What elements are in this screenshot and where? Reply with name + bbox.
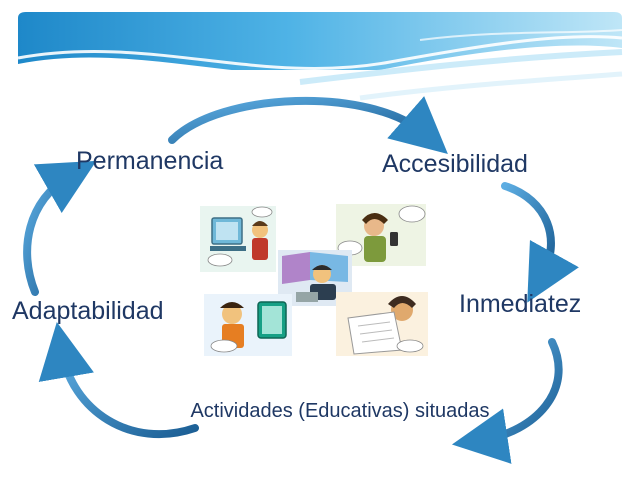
arrow-adaptabilidad-to-permanencia <box>23 160 97 296</box>
arrow-accesibilidad-to-inmediatez <box>501 182 579 303</box>
node-adaptabilidad: Adaptabilidad <box>12 297 164 325</box>
panel-student-phone <box>336 204 426 266</box>
panel-student-tablet <box>204 294 292 356</box>
panel-student-computer <box>200 206 276 272</box>
node-permanencia: Permanencia <box>76 147 224 175</box>
panel-student-writing <box>336 292 428 356</box>
students-computers-collage <box>200 204 428 356</box>
arrow-actividades-to-adaptabilidad <box>38 322 199 439</box>
node-accesibilidad: Accesibilidad <box>382 150 528 178</box>
node-inmediatez: Inmediatez <box>459 290 582 318</box>
arrow-inmediatez-to-actividades <box>451 338 563 464</box>
node-actividades-situadas: Actividades (Educativas) situadas <box>190 400 490 422</box>
arrow-permanencia-to-accesibilidad <box>168 96 448 154</box>
wave-banner <box>17 12 623 120</box>
